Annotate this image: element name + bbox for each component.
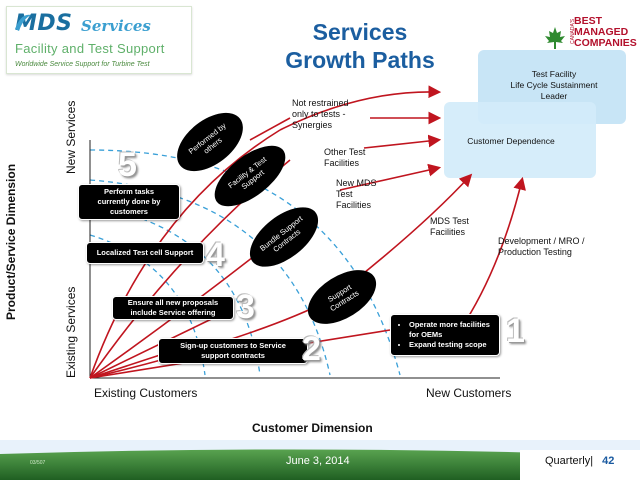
test-facility-label: Test Facility Life Cycle Sustainment Lea… <box>510 69 598 101</box>
arrow-new-mds <box>339 163 442 191</box>
y-axis-low-label: Existing Services <box>64 286 78 378</box>
badge-line-1: BEST <box>574 15 603 27</box>
badge-line-2: MANAGED <box>574 26 629 38</box>
footer-page-number: 42 <box>602 455 615 467</box>
box-operate: Operate more facilities for OEMs Expand … <box>390 314 500 356</box>
operate-item-2: Expand testing scope <box>409 340 495 350</box>
footer-page-info: Quarterly| 42 <box>545 455 614 467</box>
step-number-5: 5 <box>118 146 137 184</box>
best-managed-badge: CANADA'S BEST MANAGED COMPANIES <box>544 16 637 60</box>
x-axis-high-label: New Customers <box>426 386 512 400</box>
customer-dependence-target <box>444 102 596 178</box>
label-new-mds: New MDS Test Facilities <box>336 178 377 210</box>
logo-swoosh-icon <box>15 14 31 31</box>
footer-ref: 03/507 <box>30 460 46 466</box>
maple-leaf-icon <box>545 27 565 49</box>
arrow-upper-incoming <box>249 117 291 141</box>
footer-bar <box>0 440 640 480</box>
badge-text: BEST MANAGED COMPANIES <box>574 16 637 49</box>
badge-line-3: COMPANIES <box>574 37 637 49</box>
mds-logo: MDS Services Facility and Test Support W… <box>6 6 192 74</box>
path-signup <box>89 354 161 379</box>
slide-title: Services Growth Paths <box>250 18 470 74</box>
box-perform-tasks: Perform tasks currently done by customer… <box>78 184 180 220</box>
footer-grass-graphic <box>0 440 640 480</box>
logo-brand-mds: MDS <box>15 11 73 36</box>
x-axis-low-label: Existing Customers <box>94 386 198 400</box>
label-other-test: Other Test Facilities <box>324 147 366 168</box>
logo-subtitle: Facility and Test Support <box>15 41 165 56</box>
label-not-restrained: Not restrained only to tests - Synergies <box>292 98 349 130</box>
arc-step-2 <box>89 179 331 376</box>
label-development: Development / MRO / Production Testing <box>498 236 585 257</box>
arrow-upper-long <box>279 85 442 131</box>
step-number-4: 4 <box>206 236 225 274</box>
step-number-3: 3 <box>236 288 255 326</box>
footer-label: Quarterly| <box>545 455 594 467</box>
box-ensure: Ensure all new proposals include Service… <box>112 296 234 320</box>
arrow-other-test <box>363 134 442 149</box>
operate-item-1: Operate more facilities for OEMs <box>409 320 495 340</box>
footer-date: June 3, 2014 <box>286 455 350 467</box>
diagram-graphics <box>89 85 526 379</box>
arc-step-1 <box>89 149 401 376</box>
logo-brand-services: Services <box>81 17 151 35</box>
title-line-2: Growth Paths <box>285 47 435 73</box>
customer-dependence-label: Customer Dependence <box>467 136 555 146</box>
label-mds-test: MDS Test Facilities <box>430 216 469 237</box>
y-axis-title: Product/Service Dimension <box>4 163 18 320</box>
step-number-1: 1 <box>506 312 525 350</box>
box-localized: Localized Test cell Support <box>86 242 204 264</box>
title-line-1: Services <box>312 19 408 45</box>
operate-list: Operate more facilities for OEMs Expand … <box>397 320 495 350</box>
y-axis-high-label: New Services <box>64 100 78 174</box>
box-signup: Sign-up customers to Service support con… <box>158 338 308 364</box>
logo-tagline: Worldwide Service Support for Turbine Te… <box>15 61 150 68</box>
step-number-2: 2 <box>302 330 321 368</box>
x-axis-title: Customer Dimension <box>252 421 373 435</box>
